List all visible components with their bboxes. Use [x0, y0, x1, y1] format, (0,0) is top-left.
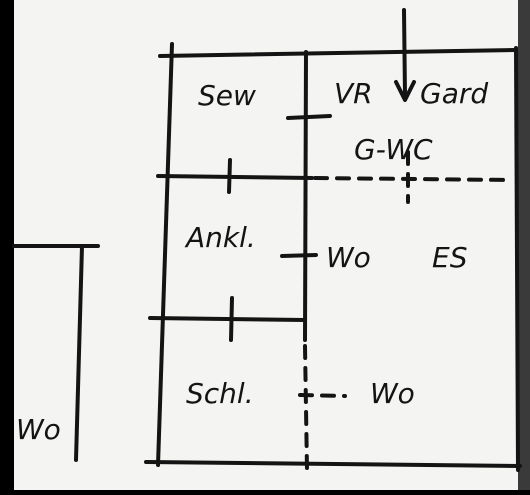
label-middle-center: Wo — [326, 241, 371, 274]
label-top-right-a: VR — [334, 77, 373, 110]
left-partial-room — [12, 244, 100, 462]
dashed-horizontal — [313, 176, 512, 182]
label-top-right-b: Gard — [420, 77, 489, 110]
door-tick-2 — [229, 296, 234, 342]
label-middle-left: Ankl. — [186, 221, 256, 254]
label-top-left: Sew — [198, 79, 256, 112]
door-tick-3 — [286, 114, 332, 120]
partition-2 — [148, 316, 307, 322]
partition-1 — [156, 174, 314, 180]
door-tick-1 — [227, 158, 232, 194]
label-top-right-c: G-WC — [354, 133, 433, 166]
inner-partitions — [148, 114, 332, 342]
paper — [14, 0, 530, 490]
label-left-partial: Wo — [16, 413, 61, 446]
right-dark-edge — [518, 0, 530, 490]
top-wall — [158, 48, 517, 58]
dashed-lines — [298, 150, 512, 472]
center-wall — [303, 50, 308, 342]
right-wall — [514, 46, 520, 472]
bottom-wall — [144, 460, 522, 468]
main-frame — [144, 42, 522, 472]
label-bottom-left: Schl. — [186, 377, 254, 410]
entrance-arrow — [394, 8, 416, 102]
label-middle-right: ES — [432, 241, 468, 274]
dashed-bottom-right — [298, 393, 347, 398]
left-wall — [156, 42, 174, 467]
label-bottom-right: Wo — [370, 377, 415, 410]
left-black-border — [0, 0, 14, 490]
door-tick-4 — [280, 253, 318, 258]
dashed-center-lower — [303, 344, 309, 472]
